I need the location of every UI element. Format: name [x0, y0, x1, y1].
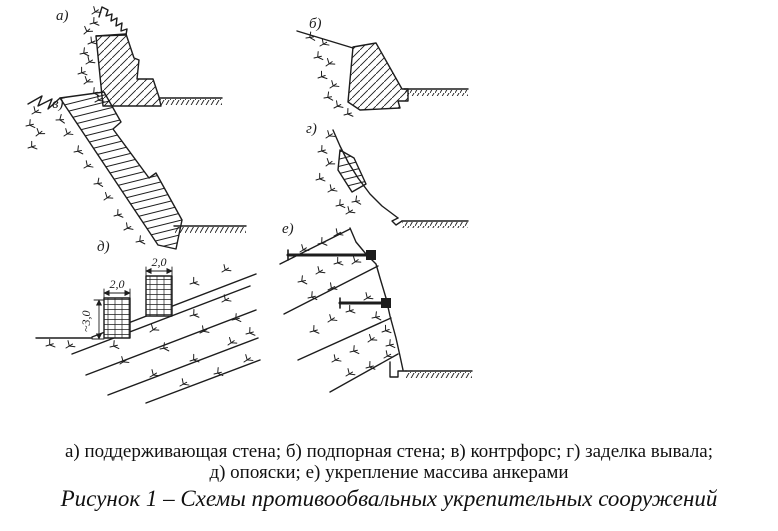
cliff-crest-outline: [27, 95, 61, 110]
dimension-belt-lower-width: 2,0: [103, 277, 131, 299]
diagram-e-label: е): [282, 221, 294, 237]
ground-hatch: [406, 372, 472, 378]
slope-foot-step: [389, 361, 407, 378]
ground-hatch: [174, 227, 246, 233]
slope-foot-notch: [391, 217, 403, 226]
figure-title: Рисунок 1 – Схемы противообвальных укреп…: [60, 486, 718, 511]
diagram-d-label: д): [97, 239, 110, 255]
ground-hatch: [402, 222, 468, 228]
diagram-b-retaining-wall: б): [296, 16, 469, 117]
fracture-lines: [279, 228, 399, 393]
anchor-head-lower: [381, 298, 391, 308]
dimension-label-belt-lower-width: 2,0: [110, 277, 125, 291]
slope-face-line: [349, 227, 404, 371]
belt-lower: [103, 297, 131, 339]
anchor-head-upper: [366, 250, 376, 260]
slope-line: [332, 129, 399, 219]
ground-hatch: [159, 99, 222, 105]
cliff-crest-outline: [95, 6, 128, 37]
anchor-lower: [338, 297, 391, 309]
sealed-cavity-shape: [337, 149, 367, 193]
diagram-g-cavity-sealing: г): [306, 121, 469, 228]
rock-texture-marks: [305, 30, 355, 117]
diagram-d-belts: д): [35, 239, 261, 404]
belt-upper: [145, 275, 173, 317]
dimension-belt-height: ~3,0: [79, 299, 105, 340]
ground-hatch: [404, 90, 468, 96]
figure-diagrams: а) б): [25, 5, 473, 404]
dimension-label-belt-upper-width: 2,0: [152, 255, 167, 269]
diagram-g-label: г): [306, 121, 317, 137]
retaining-wall-shape: [347, 42, 409, 111]
slope-line: [296, 30, 354, 49]
supporting-wall-shape: [95, 33, 162, 107]
diagram-v-buttress: в): [25, 91, 247, 250]
dimension-label-belt-height: ~3,0: [79, 311, 93, 333]
diagram-e-anchors: е): [279, 221, 473, 393]
dimension-belt-upper-width: 2,0: [145, 255, 173, 277]
caption-line-2: д) опояски; е) укрепление массива анкера…: [209, 462, 569, 483]
diagram-a-supporting-wall: а): [56, 5, 223, 107]
anchor-upper: [286, 249, 376, 261]
buttress-shape: [59, 91, 183, 250]
figure-caption: а) поддерживающая стена; б) подпорная ст…: [0, 441, 778, 483]
caption-line-1: а) поддерживающая стена; б) подпорная ст…: [64, 441, 714, 462]
diagram-b-label: б): [309, 16, 322, 32]
diagram-a-label: а): [56, 8, 69, 24]
diagram-v-label: в): [52, 96, 64, 112]
